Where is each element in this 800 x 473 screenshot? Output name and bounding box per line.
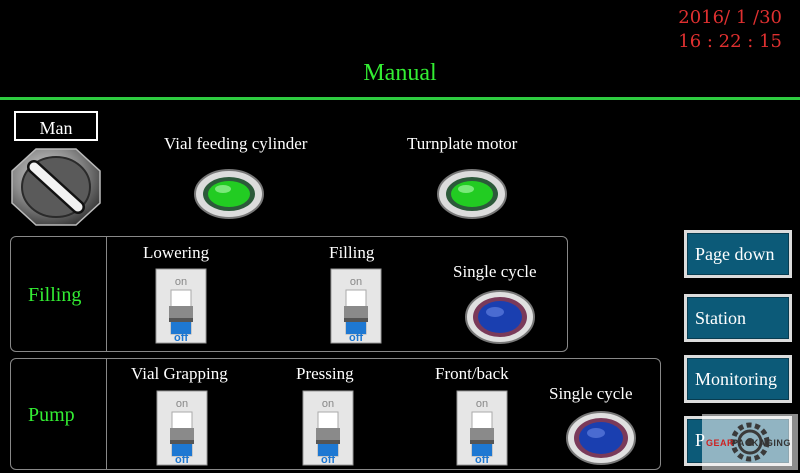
switch-label-filling: Filling [329, 243, 375, 262]
svg-text:off: off [475, 454, 489, 466]
clock: 2016/ 1 /30 16 : 22 : 15 [678, 6, 782, 54]
pump-single-cycle-label: Single cycle [549, 384, 633, 403]
toggle-switch-icon: on off [156, 390, 208, 466]
svg-text:on: on [175, 276, 187, 288]
indicator-label-turnplate: Turnplate motor [407, 134, 518, 153]
pump-single-cycle-button[interactable] [565, 410, 637, 466]
toggle-switch-icon: on off [330, 268, 382, 344]
toggle-switch-icon: on off [456, 390, 508, 466]
switch-label-pressing: Pressing [296, 364, 354, 383]
filling-single-cycle-label: Single cycle [453, 262, 537, 281]
page-title: Manual [363, 60, 437, 86]
vial-feeding-lamp-icon [194, 169, 264, 219]
toggle-switch-icon: on off [155, 268, 207, 344]
pump-panel [10, 358, 661, 470]
pump-panel-divider [106, 358, 107, 470]
svg-text:PACKAGING: PACKAGING [732, 438, 791, 448]
pump-panel-title: Pump [28, 404, 75, 426]
switch-label-vial-grapping: Vial Grapping [131, 364, 228, 383]
filling-single-cycle-button[interactable] [464, 289, 536, 345]
station-button[interactable]: Station [684, 294, 792, 342]
switch-label-front-back: Front/back [435, 364, 509, 383]
svg-text:off: off [175, 454, 189, 466]
clock-date: 2016/ 1 /30 [678, 7, 782, 28]
toggle-switch-icon: on off [302, 390, 354, 466]
pressing-toggle-switch[interactable]: on off [302, 390, 354, 466]
svg-text:off: off [174, 332, 188, 344]
filling-panel-divider [106, 236, 107, 352]
svg-text:off: off [349, 332, 363, 344]
page-down-button[interactable]: Page down [684, 230, 792, 278]
front-back-toggle-switch[interactable]: on off [456, 390, 508, 466]
clock-time: 16 : 22 : 15 [678, 31, 782, 52]
header-divider [0, 97, 800, 100]
indicator-label-vial-feeding: Vial feeding cylinder [164, 134, 308, 153]
turnplate-motor-lamp-icon [437, 169, 507, 219]
mode-label: Man [14, 111, 98, 141]
gear-packaging-watermark: GEAR PACKAGING [702, 414, 798, 470]
gear-icon [730, 422, 770, 462]
svg-text:on: on [322, 398, 334, 410]
filling-panel [10, 236, 568, 352]
svg-text:off: off [321, 454, 335, 466]
svg-text:on: on [476, 398, 488, 410]
mode-selector-switch[interactable] [10, 147, 102, 227]
filling-toggle-switch[interactable]: on off [330, 268, 382, 344]
monitoring-button[interactable]: Monitoring [684, 355, 792, 403]
svg-text:on: on [350, 276, 362, 288]
svg-text:on: on [176, 398, 188, 410]
lowering-toggle-switch[interactable]: on off [155, 268, 207, 344]
selector-handle-icon [27, 160, 85, 214]
switch-label-lowering: Lowering [143, 243, 210, 262]
svg-text:GEAR: GEAR [706, 438, 734, 448]
filling-panel-title: Filling [28, 284, 82, 306]
vial-grapping-toggle-switch[interactable]: on off [156, 390, 208, 466]
